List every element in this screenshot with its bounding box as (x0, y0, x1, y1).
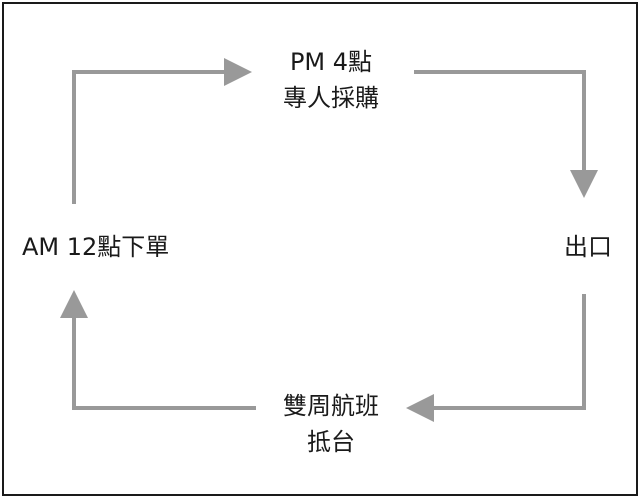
arrow-left-to-top (72, 58, 252, 204)
diagram-frame (2, 2, 638, 496)
node-top-line-1: PM 4點 (289, 48, 373, 76)
arrow-right-to-bottom (406, 294, 586, 422)
arrow-bottom-to-left (60, 290, 256, 410)
node-midnight-order: AM 12點下單 (22, 229, 222, 265)
node-bottom-line-2: 抵台 (307, 428, 355, 456)
node-bottom-line-1: 雙周航班 (283, 392, 379, 420)
node-afternoon-purchase: PM 4點 專人採購 (256, 44, 406, 116)
node-right-line-1: 出口 (564, 233, 612, 261)
arrow-top-to-right (414, 70, 598, 198)
node-export: 出口 (548, 229, 628, 265)
node-top-line-2: 專人採購 (283, 84, 379, 112)
node-left-line-1: AM 12點下單 (22, 233, 170, 261)
node-biweekly-flight: 雙周航班 抵台 (256, 388, 406, 460)
